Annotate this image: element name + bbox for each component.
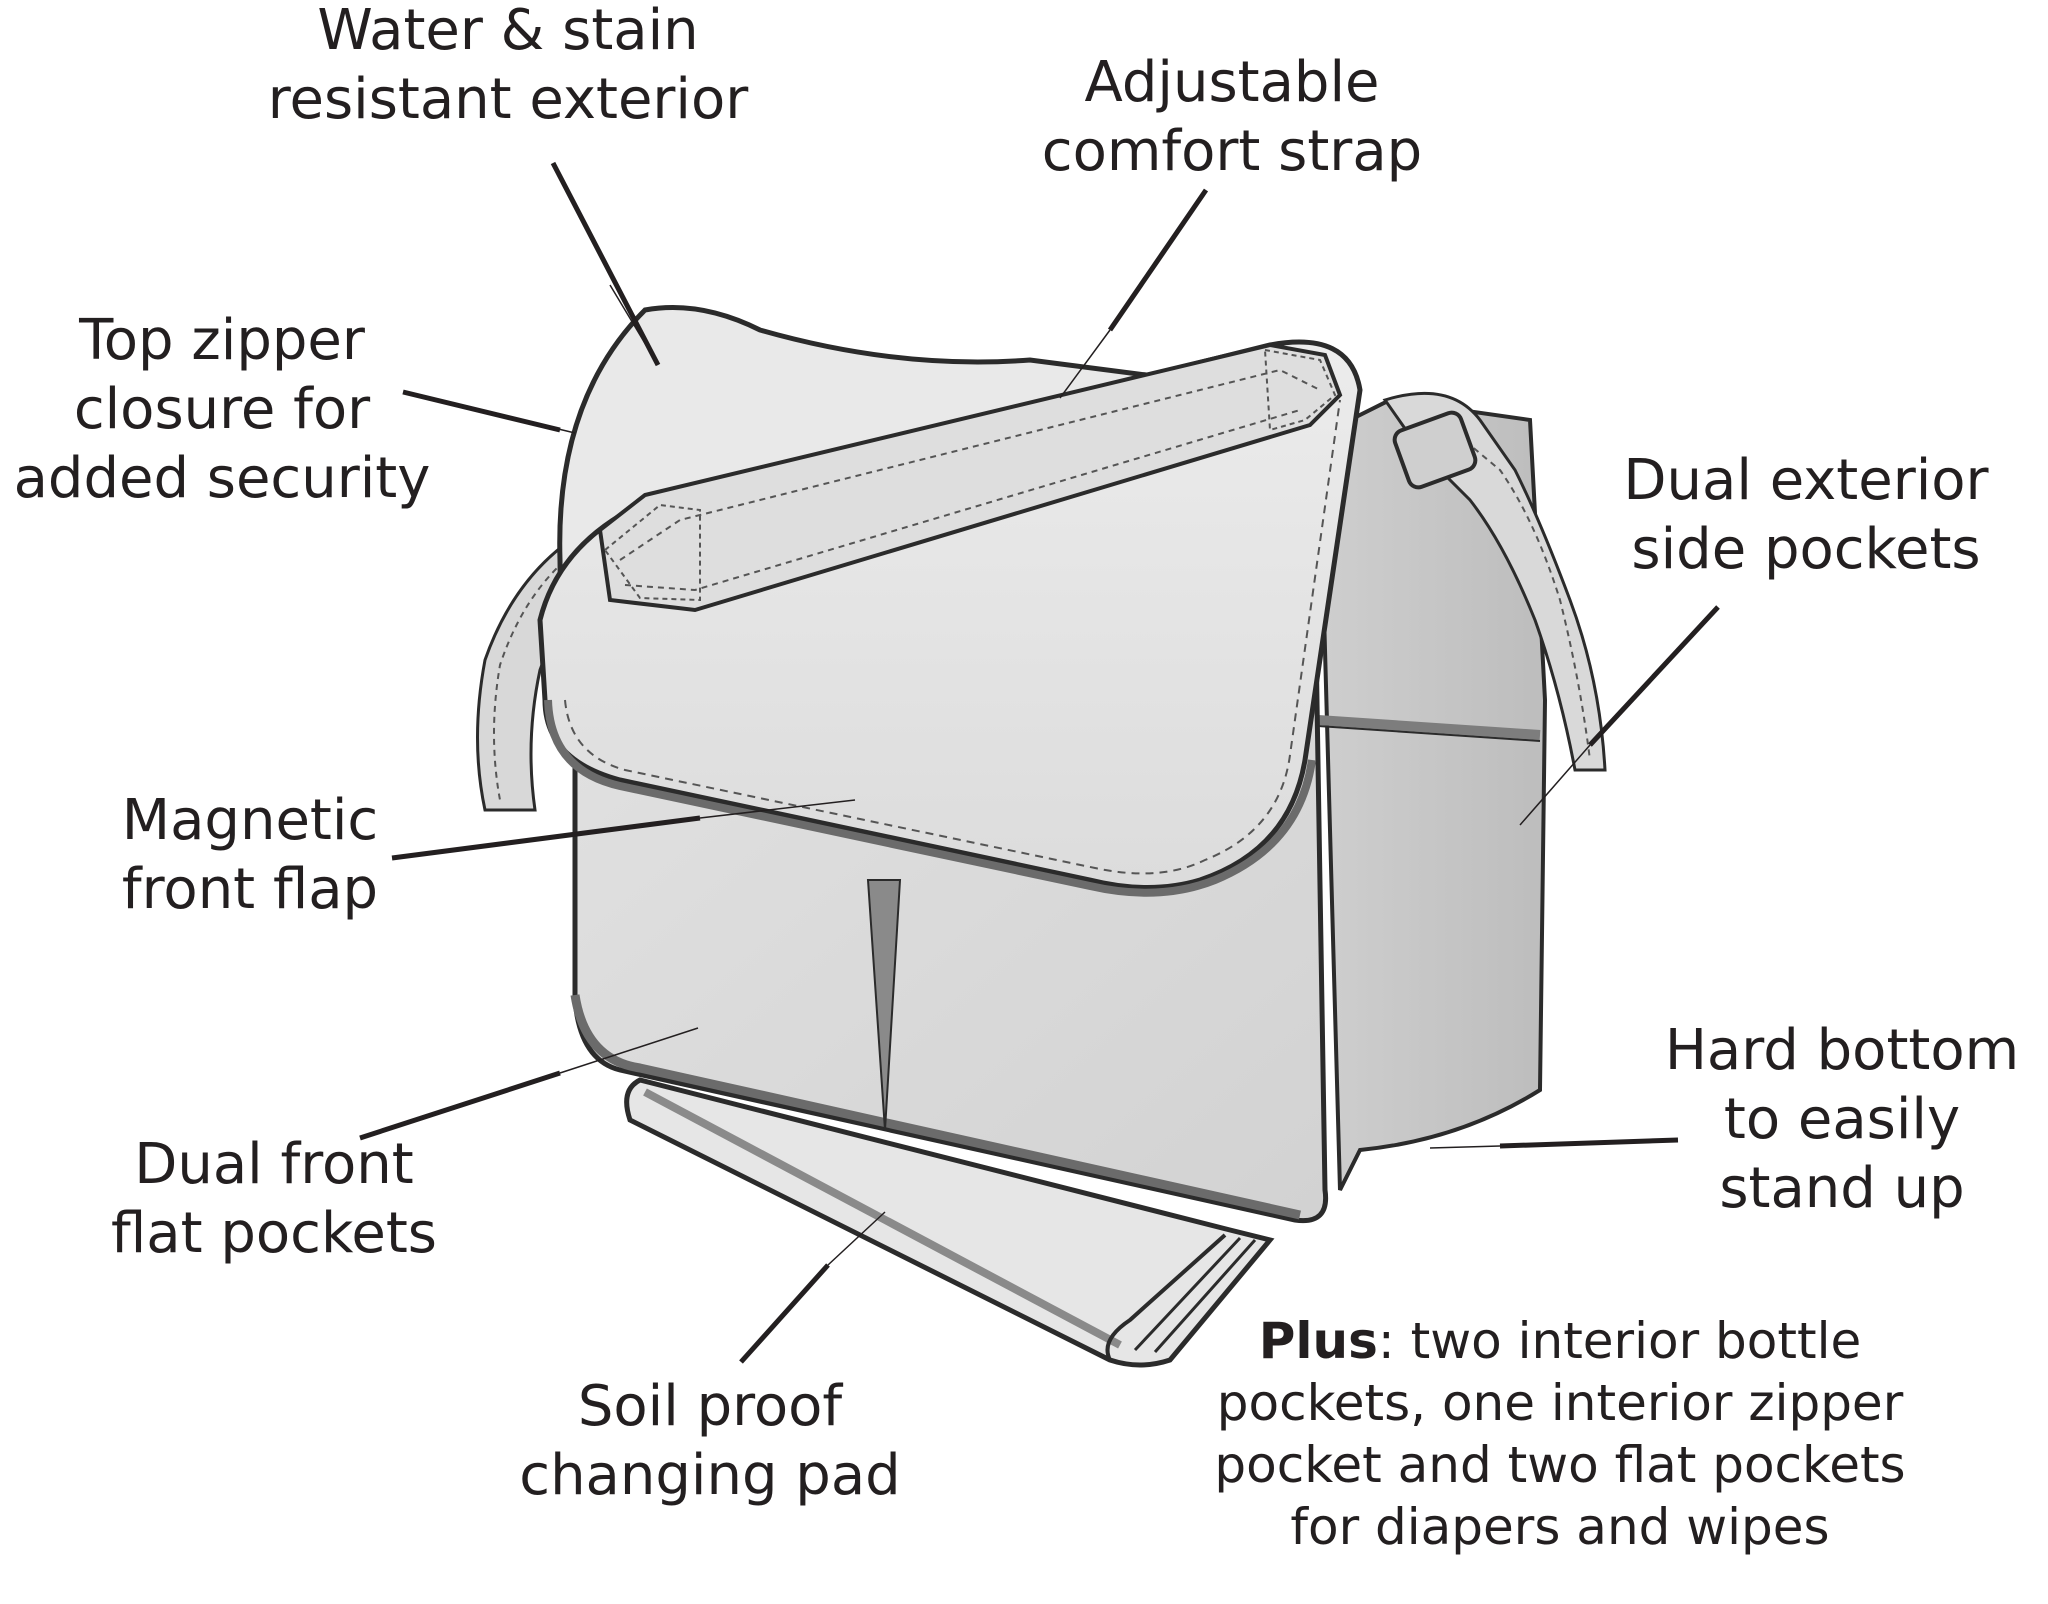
leader-hard-bottom-tail — [1429, 1145, 1501, 1149]
label-line: Dual exterior — [1623, 448, 1989, 513]
label-line: stand up — [1719, 1156, 1965, 1221]
label-line: Adjustable — [1084, 50, 1380, 115]
leader-lines — [359, 161, 1720, 1364]
label-water-stain-resistant: Water & stain resistant exterior — [268, 0, 749, 134]
leader-front-pockets-tail — [559, 1027, 699, 1074]
plus-bold: Plus — [1258, 1312, 1378, 1370]
leader-front-pockets — [359, 1070, 561, 1141]
leader-water-stain-tail — [609, 284, 659, 366]
label-line: changing pad — [519, 1443, 901, 1508]
plus-line-4: for diapers and wipes — [1290, 1498, 1830, 1556]
leader-changing-pad — [739, 1263, 830, 1364]
leader-strap — [1107, 188, 1209, 332]
leader-magnetic-flap-tail — [699, 799, 856, 819]
label-line: Hard bottom — [1664, 1018, 2020, 1083]
plus-line-1: Plus: two interior bottle — [1214, 1310, 1905, 1372]
label-adjustable-strap: Adjustable comfort strap — [1042, 48, 1422, 186]
bag-side-panel — [1307, 397, 1548, 1191]
label-line: added security — [13, 446, 431, 511]
label-top-zipper: Top zipper closure for added security — [14, 306, 431, 513]
leader-hard-bottom — [1499, 1137, 1679, 1149]
comfort-strap — [597, 342, 1343, 613]
label-hard-bottom: Hard bottom to easily stand up — [1665, 1016, 2019, 1223]
label-line: Dual front — [134, 1132, 414, 1197]
leader-top-zipper-tail — [499, 414, 576, 434]
leader-magnetic-flap — [391, 815, 701, 861]
label-line: closure for — [73, 377, 371, 442]
plus-line-3: pocket and two flat pockets — [1214, 1436, 1906, 1494]
label-line: to easily — [1723, 1087, 1961, 1152]
label-changing-pad: Soil proof changing pad — [519, 1372, 900, 1510]
strap-right — [1382, 391, 1607, 772]
label-line: Magnetic — [121, 788, 379, 853]
label-magnetic-flap: Magnetic front flap — [122, 786, 378, 924]
changing-pad — [624, 1077, 1275, 1368]
label-line: front flap — [121, 857, 379, 922]
label-line: comfort strap — [1041, 119, 1423, 184]
leader-side-pockets — [1588, 605, 1720, 747]
label-side-pockets: Dual exterior side pockets — [1623, 446, 1988, 584]
leader-changing-pad-tail — [827, 1211, 886, 1266]
plus-line-1-text: : two interior bottle — [1377, 1312, 1862, 1370]
plus-interior-note: Plus: two interior bottle pockets, one i… — [1214, 1310, 1905, 1558]
label-line: Top zipper — [79, 308, 365, 373]
label-line: Soil proof — [577, 1374, 843, 1439]
label-line: side pockets — [1631, 517, 1981, 582]
leader-water-stain — [550, 161, 661, 367]
label-line: Water & stain — [317, 0, 699, 63]
label-line: flat pockets — [111, 1201, 437, 1266]
plus-line-2: pockets, one interior zipper — [1216, 1374, 1904, 1432]
leader-strap-tail — [1059, 329, 1111, 399]
label-line: resistant exterior — [267, 67, 749, 132]
label-front-pockets: Dual front flat pockets — [111, 1130, 437, 1268]
leader-side-pockets-tail — [1519, 744, 1591, 826]
